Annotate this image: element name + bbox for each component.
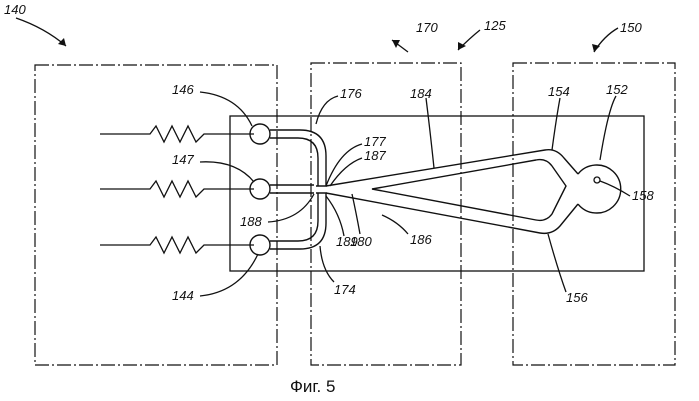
ref-144: 144 — [172, 288, 194, 303]
ref-152: 152 — [606, 82, 628, 97]
ref-150: 150 — [620, 20, 642, 35]
arrowhead-170 — [392, 40, 400, 48]
input-lead-middle — [100, 181, 254, 197]
leader-lines — [16, 18, 630, 296]
ref-174: 174 — [334, 282, 356, 297]
ref-154: 154 — [548, 84, 570, 99]
ref-180: 180 — [350, 234, 372, 249]
module-box-150 — [513, 63, 675, 365]
detection-chamber-152 — [578, 165, 621, 213]
ref-125: 125 — [484, 18, 506, 33]
input-lead-top — [100, 126, 254, 142]
electrode-158 — [594, 177, 600, 183]
arrowhead-140 — [58, 38, 66, 46]
channel-176 — [270, 130, 326, 186]
ref-184: 184 — [410, 86, 432, 101]
input-lead-bottom — [100, 237, 254, 253]
ref-146: 146 — [172, 82, 194, 97]
ref-177: 177 — [364, 134, 386, 149]
ref-156: 156 — [566, 290, 588, 305]
ref-147: 147 — [172, 152, 194, 167]
ref-140: 140 — [4, 2, 26, 17]
ref-188: 188 — [240, 214, 262, 229]
ref-158: 158 — [632, 188, 654, 203]
ref-187: 187 — [364, 148, 386, 163]
ref-170: 170 — [416, 20, 438, 35]
ref-186: 186 — [410, 232, 432, 247]
figure-caption: Фиг. 5 — [290, 377, 335, 396]
ref-176: 176 — [340, 86, 362, 101]
